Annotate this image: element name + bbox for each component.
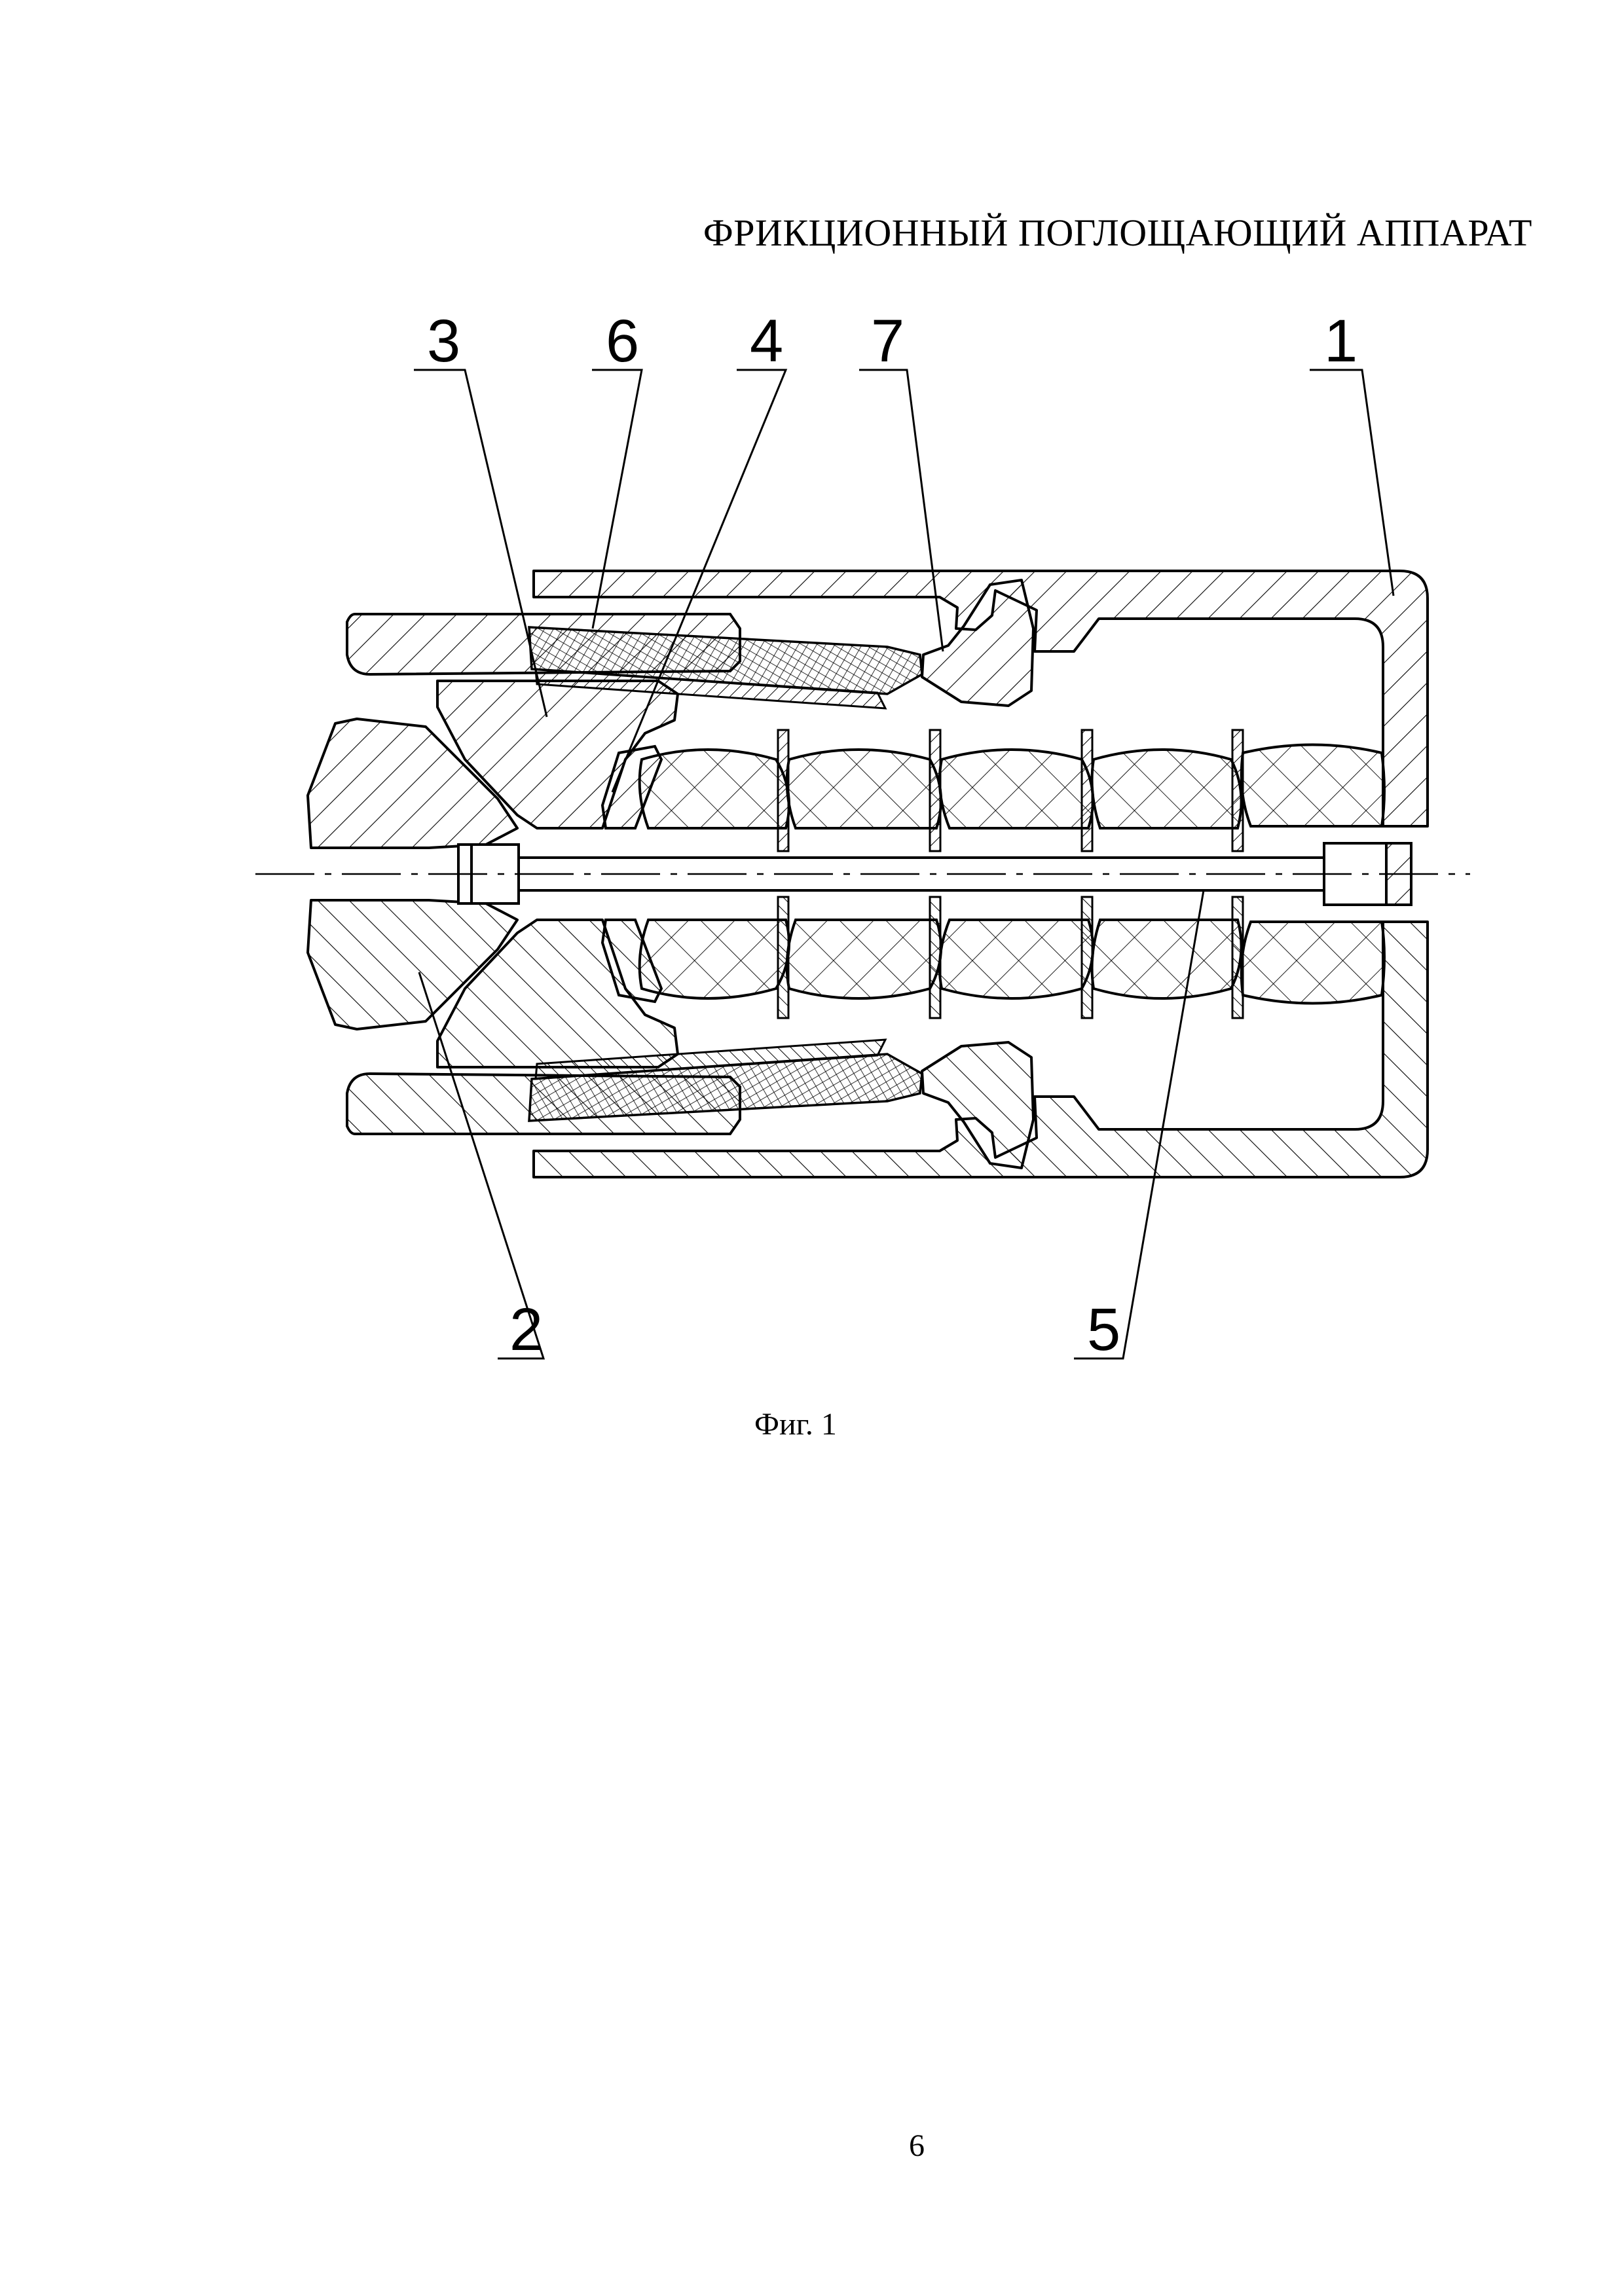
callout-4: 4 <box>750 308 783 374</box>
document-title: ФРИКЦИОННЫЙ ПОГЛОЩАЮЩИЙ АППАРАТ <box>703 211 1532 254</box>
figure-caption: Фиг. 1 <box>754 1407 837 1442</box>
tie-rod <box>457 842 1412 906</box>
callout-2: 2 <box>509 1296 543 1363</box>
page-number: 6 <box>909 2128 925 2163</box>
callout-7: 7 <box>871 308 904 374</box>
callout-3: 3 <box>427 308 460 374</box>
callout-1: 1 <box>1324 308 1357 374</box>
leader-lines <box>414 369 1395 1360</box>
assembly-lower-half <box>306 896 1429 1178</box>
assembly-upper-half <box>306 570 1429 852</box>
callout-5: 5 <box>1087 1296 1120 1363</box>
callout-6: 6 <box>606 308 639 374</box>
